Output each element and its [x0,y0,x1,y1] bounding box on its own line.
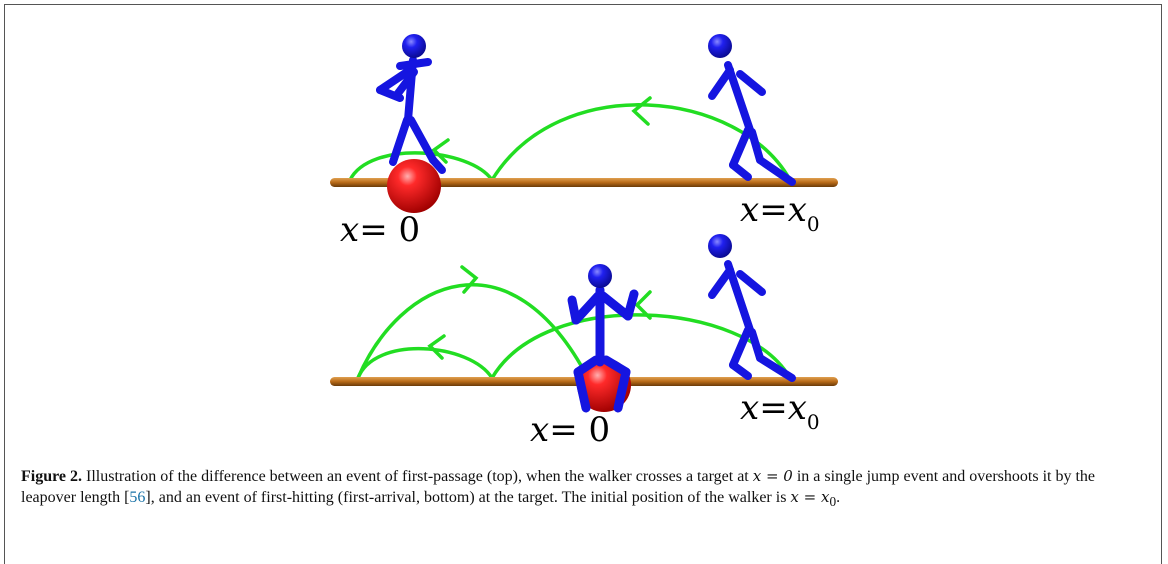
target-sphere [387,159,441,213]
label-top-start: x=x0 [740,190,820,236]
jump-arc-arrow [348,96,792,182]
figure-illustration [330,34,838,413]
caption-text-2: in a single jump event and overshoots it… [21,468,1096,506]
walker-figure [567,285,639,413]
walker-head [588,264,612,288]
figure-label: Figure 2. [21,468,83,485]
jump-arc-arrow [356,265,792,380]
caption-text-4: . [836,489,841,506]
caption-text-3: ], and an event of first-hitting (first-… [145,489,791,506]
label-bottom-start: x=x0 [740,388,820,434]
walker-head [402,34,426,58]
caption-math-2-sub: 0 [829,494,837,510]
walker-head [708,34,732,58]
figure-frame [4,4,1162,564]
caption-text-1: Illustration of the difference between a… [82,468,753,485]
line-top [330,178,838,187]
bottom-panel [330,234,838,413]
walker-figure [708,260,796,382]
figure-caption: Figure 2. Illustration of the difference… [21,466,1131,512]
walker-figure [708,61,796,186]
caption-math-1: x = 0 [752,467,793,485]
caption-math-2: x = x [790,488,830,506]
top-panel [330,34,838,213]
label-top-target: x= 0 [340,210,421,250]
citation-link[interactable]: 56 [129,489,146,506]
walker-head [708,234,732,258]
label-bottom-target: x= 0 [530,410,611,450]
walker-figure [376,56,446,174]
